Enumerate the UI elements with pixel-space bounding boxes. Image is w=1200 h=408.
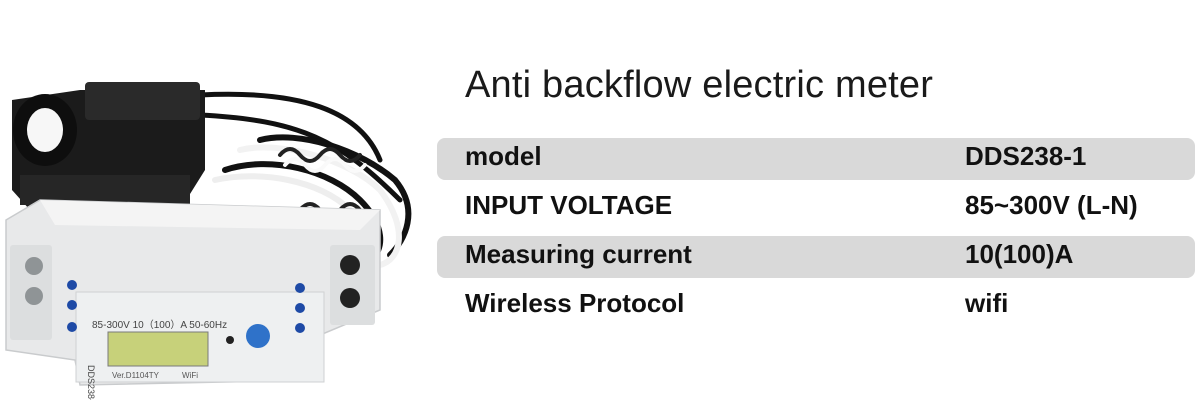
spec-table: model DDS238-1 INPUT VOLTAGE 85~300V (L-… (437, 138, 1195, 334)
spec-value: DDS238-1 (965, 141, 1087, 171)
spec-label: Wireless Protocol (465, 288, 685, 318)
spec-value: wifi (965, 288, 1009, 318)
spec-value: 85~300V (L-N) (965, 190, 1138, 220)
spec-label: INPUT VOLTAGE (465, 190, 673, 220)
spec-row-wireless-protocol: Wireless Protocol wifi (437, 285, 1195, 327)
spec-label: Measuring current (465, 239, 692, 269)
current-clamp (12, 82, 205, 210)
meter-button (246, 324, 270, 348)
meter-front-label: 85-300V 10（100）A 50-60Hz (92, 319, 227, 331)
meter-wifi-label: WiFi (182, 371, 198, 380)
spec-row-measuring-current: Measuring current 10(100)A (437, 236, 1195, 278)
spec-label: model (465, 141, 542, 171)
spec-value: 10(100)A (965, 239, 1074, 269)
spec-row-input-voltage: INPUT VOLTAGE 85~300V (L-N) (437, 187, 1195, 229)
meter-body: 85-300V 10（100）A 50-60Hz DDS238-1 Ver.D1… (5, 199, 381, 407)
meter-model-label: DDS238-1 (86, 365, 96, 400)
meter-version-label: Ver.D1104TY (112, 371, 160, 380)
page-title: Anti backflow electric meter (465, 64, 934, 106)
spec-row-model: model DDS238-1 (437, 138, 1195, 180)
cable-bundle (197, 91, 412, 268)
product-image: 85-300V 10（100）A 50-60Hz DDS238-1 Ver.D1… (0, 60, 430, 407)
meter-illustration: 85-300V 10（100）A 50-60Hz DDS238-1 Ver.D1… (5, 82, 412, 407)
